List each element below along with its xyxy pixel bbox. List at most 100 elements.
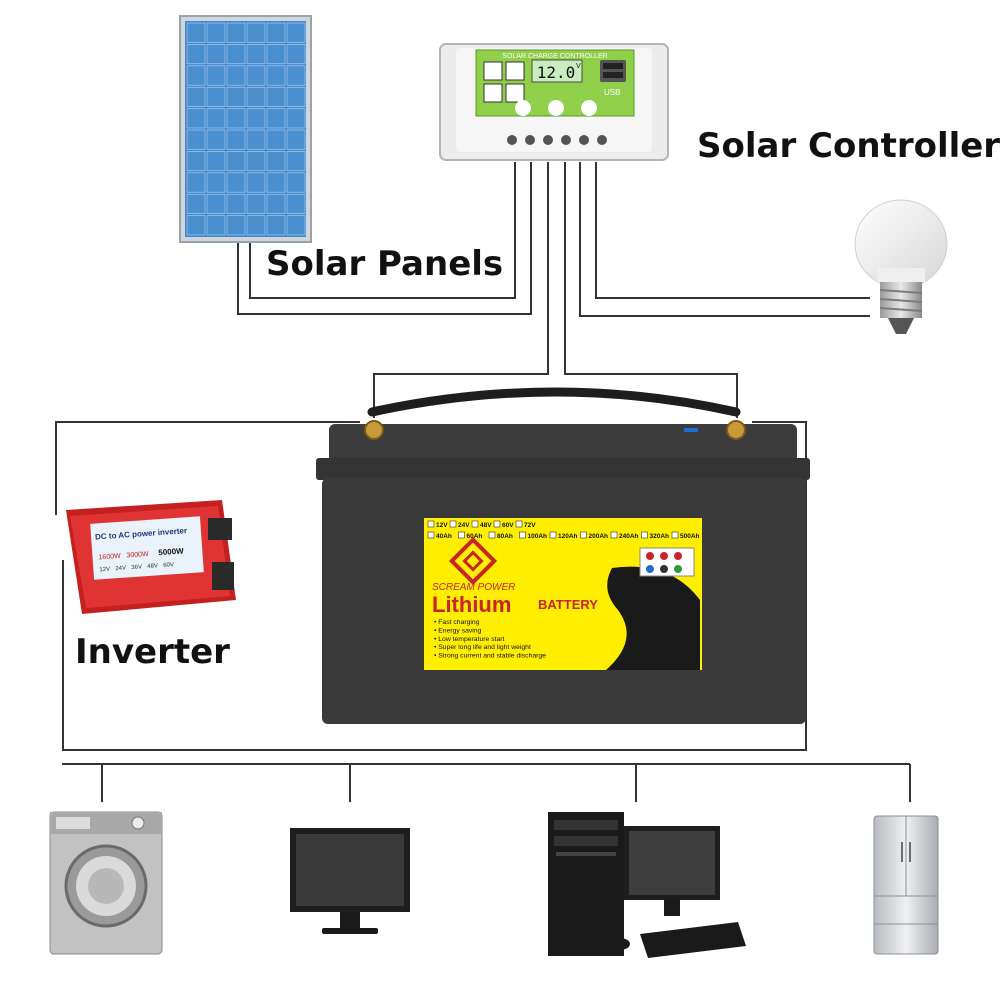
panel-cell xyxy=(186,215,206,236)
inverter-voltage-4: 48V xyxy=(147,563,158,570)
battery-feature: • Strong current and stable discharge xyxy=(434,653,546,660)
inverter-voltage-2: 24V xyxy=(115,566,126,573)
capacity-option: 80Ah xyxy=(497,533,513,540)
panel-cell xyxy=(266,22,286,43)
inverter-model-1: 1600W xyxy=(98,553,121,562)
capacity-checkbox xyxy=(641,531,648,539)
panel-cell xyxy=(286,215,306,236)
panel-cell xyxy=(246,172,266,193)
panel-cell xyxy=(226,44,246,65)
panel-cell xyxy=(286,65,306,86)
panel-cell xyxy=(246,86,266,107)
voltage-option: 60V xyxy=(502,522,514,529)
inverter-model-2: 3000W xyxy=(126,551,149,560)
panel-cell xyxy=(186,108,206,129)
capacity-checkbox xyxy=(549,531,557,539)
inverter-voltage-1: 12V xyxy=(99,567,110,574)
panel-cell xyxy=(206,215,226,236)
battery-feature: • Energy saving xyxy=(434,627,482,634)
panel-cell xyxy=(226,172,246,193)
capacity-checkbox xyxy=(610,531,618,539)
panel-cell xyxy=(226,193,246,214)
panel-cell xyxy=(266,44,286,65)
capacity-option: 240Ah xyxy=(619,533,639,540)
panel-cell xyxy=(206,22,226,43)
panel-cell xyxy=(226,108,246,129)
panel-cell xyxy=(226,22,246,43)
charge-controller-icon: SOLAR CHARGE CONTROLLER 12.0 V USB xyxy=(439,43,669,161)
capacity-option: 200Ah xyxy=(589,533,609,540)
capacity-option: 320Ah xyxy=(650,533,670,540)
refrigerator-icon xyxy=(873,815,939,955)
panel-cell xyxy=(206,86,226,107)
voltage-option: 12V xyxy=(436,522,448,529)
voltage-option: 72V xyxy=(524,522,536,529)
monitor-icon xyxy=(290,828,410,934)
panel-cell xyxy=(246,129,266,150)
capacity-checkbox xyxy=(580,531,587,539)
panel-cell xyxy=(266,129,286,150)
panel-cell xyxy=(286,108,306,129)
controller-usb: USB xyxy=(604,88,620,97)
voltage-checkbox xyxy=(493,520,501,528)
capacity-checkbox xyxy=(519,531,526,539)
capacity-checkbox xyxy=(458,531,465,539)
washing-machine-icon xyxy=(49,811,163,955)
panel-cell xyxy=(246,22,266,43)
panel-cell xyxy=(286,172,306,193)
voltage-checkbox xyxy=(471,520,479,528)
panel-cell xyxy=(186,44,206,65)
battery-feature: • Super long life and light weight xyxy=(434,644,531,651)
controller-unit: V xyxy=(576,63,581,70)
panel-cell xyxy=(226,129,246,150)
inverter-icon: DC to AC power inverter 1600W 3000W 5000… xyxy=(66,500,236,614)
capacity-option: 120Ah xyxy=(558,533,578,540)
panel-cell xyxy=(226,215,246,236)
controller-reading: 12.0 xyxy=(537,63,576,82)
panel-cell xyxy=(266,215,286,236)
inverter-voltage-3: 36V xyxy=(131,564,142,571)
battery-name-suffix: BATTERY xyxy=(538,597,598,612)
panel-cell xyxy=(286,129,306,150)
voltage-option: 48V xyxy=(480,522,492,529)
panel-cell xyxy=(186,22,206,43)
panel-cell xyxy=(226,151,246,172)
panel-cell xyxy=(286,86,306,107)
capacity-option: 60Ah xyxy=(467,533,483,540)
panel-cell xyxy=(266,172,286,193)
wiring xyxy=(55,162,911,802)
voltage-checkbox xyxy=(427,520,435,528)
panel-cell xyxy=(246,65,266,86)
panel-cell xyxy=(246,44,266,65)
inverter-model-3: 5000W xyxy=(158,546,184,557)
capacity-checkbox xyxy=(488,531,496,539)
panel-cell xyxy=(286,151,306,172)
solar-panels-label: Solar Panels xyxy=(266,244,504,284)
battery-brand: SCREAM POWER xyxy=(432,582,515,593)
panel-cell xyxy=(226,86,246,107)
voltage-option: 24V xyxy=(458,522,470,529)
panel-cell xyxy=(266,108,286,129)
panel-cell xyxy=(246,151,266,172)
panel-cell xyxy=(206,129,226,150)
light-bulb-icon xyxy=(854,199,948,334)
capacity-option: 100Ah xyxy=(528,533,548,540)
battery-feature: • Fast charging xyxy=(434,619,480,626)
capacity-checkbox xyxy=(427,531,435,539)
panel-cell xyxy=(186,86,206,107)
battery-name: Lithium xyxy=(432,592,511,617)
panel-cell xyxy=(186,65,206,86)
capacity-option: 500Ah xyxy=(680,533,700,540)
panel-cell xyxy=(286,22,306,43)
panel-cell xyxy=(226,65,246,86)
inverter-label: Inverter xyxy=(75,632,230,672)
panel-cell xyxy=(206,44,226,65)
solar-controller-label: Solar Controller xyxy=(697,126,1000,166)
battery-feature: • Low temperature start xyxy=(434,636,504,643)
panel-cell xyxy=(206,193,226,214)
capacity-checkbox xyxy=(671,531,679,539)
voltage-checkbox xyxy=(449,520,457,528)
panel-cell xyxy=(286,193,306,214)
panel-cell xyxy=(266,193,286,214)
